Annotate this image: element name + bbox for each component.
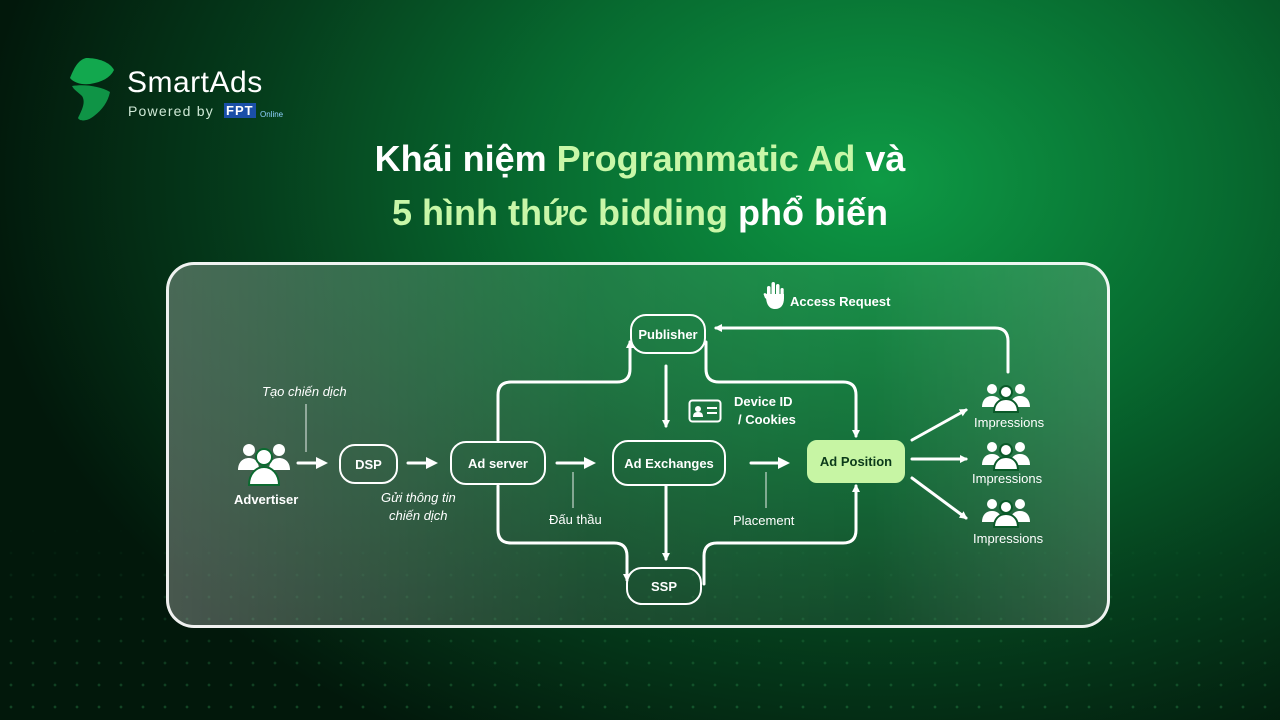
node-ssp: SSP: [626, 567, 702, 605]
hand-stop-icon: [763, 282, 784, 309]
node-ad-position: Ad Position: [807, 440, 905, 483]
headline-line1-post: và: [855, 138, 906, 179]
label-device-id-1: Device ID: [734, 394, 793, 409]
impressions-group-icon: [982, 442, 1030, 471]
label-impressions-3: Impressions: [973, 531, 1044, 546]
headline-line-1: Khái niệm Programmatic Ad và: [0, 138, 1280, 180]
headline-line1-pre: Khái niệm: [374, 138, 557, 179]
label-send-info-2: chiến dịch: [389, 508, 448, 523]
label-placement: Placement: [733, 513, 795, 528]
node-dsp: DSP: [339, 444, 398, 484]
partner-sub: Online: [260, 110, 284, 119]
label-device-id-2: / Cookies: [738, 412, 796, 427]
node-ad-exchanges: Ad Exchanges: [612, 440, 726, 486]
label-impressions-2: Impressions: [972, 471, 1043, 486]
impressions-group-icon: [982, 499, 1030, 528]
background-dot-pattern: [0, 520, 1280, 720]
headline-line2-highlight: 5 hình thức bidding: [391, 192, 729, 233]
label-advertiser: Advertiser: [234, 492, 299, 507]
label-access-request: Access Request: [790, 294, 891, 309]
powered-by-text: Powered by: [128, 103, 214, 119]
headline-line-2: 5 hình thức bidding phổ biến: [0, 192, 1280, 234]
label-send-info-1: Gửi thông tin: [381, 490, 456, 505]
partner-logo: FPT: [224, 103, 256, 118]
brand-name: SmartAds: [127, 66, 263, 99]
headline-line1-highlight: Programmatic Ad: [556, 138, 856, 179]
smartads-logo: SmartAds Powered by FPT Online: [66, 56, 306, 126]
id-card-icon: [688, 399, 722, 423]
node-publisher: Publisher: [630, 314, 706, 354]
users-group-icon: [238, 444, 290, 486]
label-bidding: Đấu thầu: [549, 512, 602, 527]
impressions-group-icon: [982, 384, 1030, 413]
label-create-campaign: Tạo chiến dịch: [262, 384, 347, 399]
smartads-logo-mark: [70, 58, 114, 121]
label-impressions-1: Impressions: [974, 415, 1045, 430]
node-ad-server: Ad server: [450, 441, 546, 485]
headline-line2-post: phổ biến: [728, 192, 888, 233]
